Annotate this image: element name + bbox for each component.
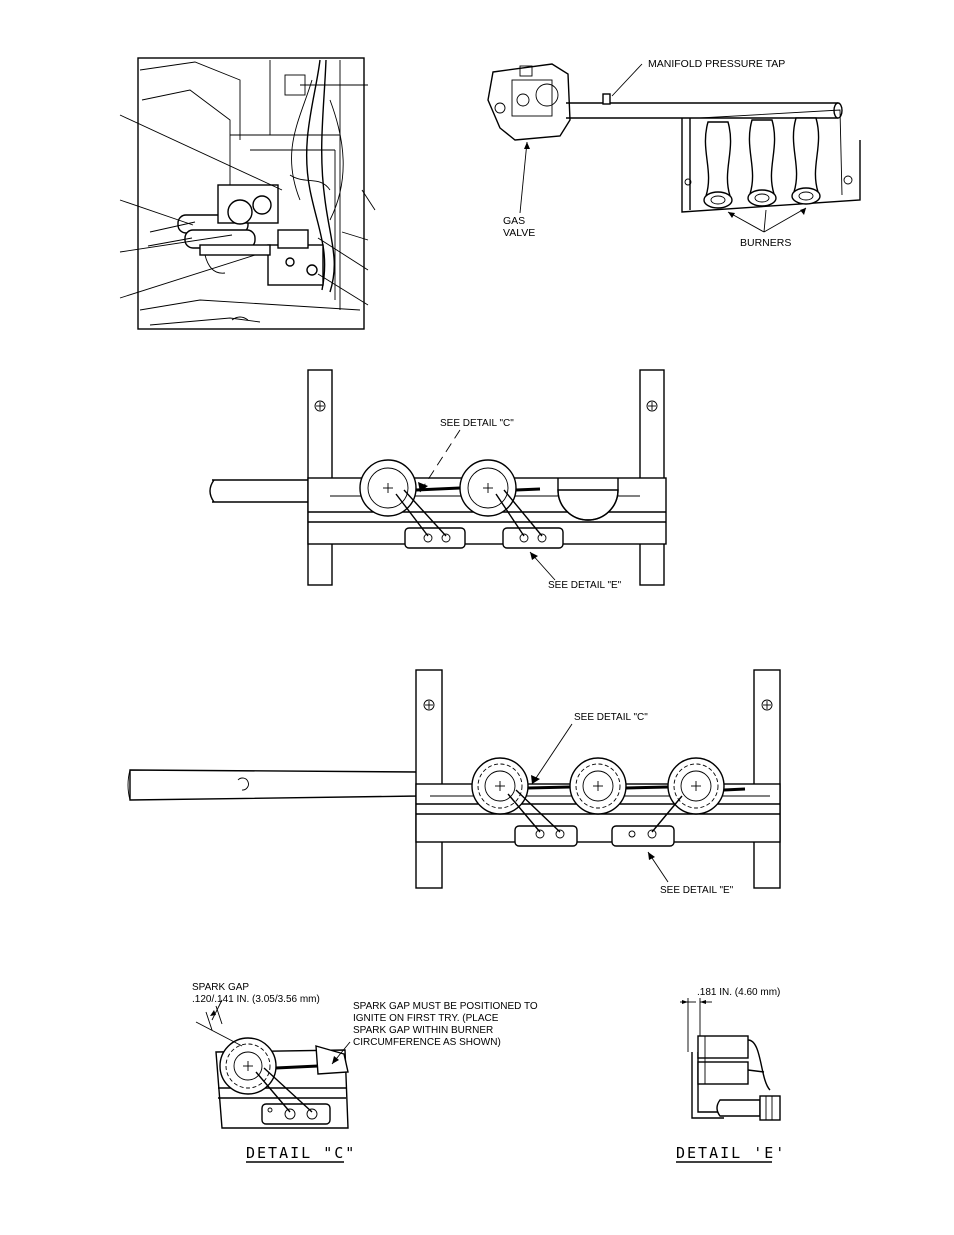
detail-e-dimension-label: .181 IN. (4.60 mm) (697, 987, 780, 998)
spark-gap-note-line3: SPARK GAP WITHIN BURNER (353, 1025, 493, 1036)
spark-gap-note-line4: CIRCUMFERENCE AS SHOWN) (353, 1037, 501, 1048)
manifold-burners-illustration: MANIFOLD PRESSURE TAP GAS VALVE BURNERS (488, 58, 860, 249)
burners-label: BURNERS (740, 237, 791, 249)
detail-c: SPARK GAP .120/.141 IN. (3.05/3.56 mm) S… (192, 982, 538, 1162)
gas-valve-label-line1: GAS (503, 215, 525, 227)
detail-c-title: DETAIL "C" (246, 1144, 356, 1162)
spark-gap-title: SPARK GAP (192, 982, 249, 993)
spark-gap-note-line1: SPARK GAP MUST BE POSITIONED TO (353, 1001, 538, 1012)
burner-tube-2 (748, 120, 776, 206)
three-burner-assembly: SEE DETAIL "C" SEE DETAIL "E" (128, 670, 780, 896)
spark-gap-value: .120/.141 IN. (3.05/3.56 mm) (192, 994, 320, 1005)
furnace-compartment-illustration (120, 58, 375, 329)
two-burner-assembly: SEE DETAIL "C" SEE DETAIL "E" (210, 370, 666, 591)
detail-e: .181 IN. (4.60 mm) DETAIL 'E' (676, 987, 786, 1162)
burner-tube-3 (792, 118, 820, 204)
see-detail-c-label-1: SEE DETAIL "C" (440, 418, 514, 429)
see-detail-c-label-2: SEE DETAIL "C" (574, 712, 648, 723)
gas-valve-label-line2: VALVE (503, 227, 535, 239)
detail-e-title: DETAIL 'E' (676, 1144, 786, 1162)
see-detail-e-label-2: SEE DETAIL "E" (660, 885, 734, 896)
manifold-pressure-tap-label: MANIFOLD PRESSURE TAP (648, 58, 785, 70)
burner-ring-3 (668, 758, 724, 814)
burner-tube-1 (704, 122, 732, 208)
burner-ring-1 (472, 758, 528, 814)
burner-ring-2 (570, 758, 626, 814)
see-detail-e-label-1: SEE DETAIL "E" (548, 580, 622, 591)
spark-gap-note-line2: IGNITE ON FIRST TRY. (PLACE (353, 1013, 499, 1024)
